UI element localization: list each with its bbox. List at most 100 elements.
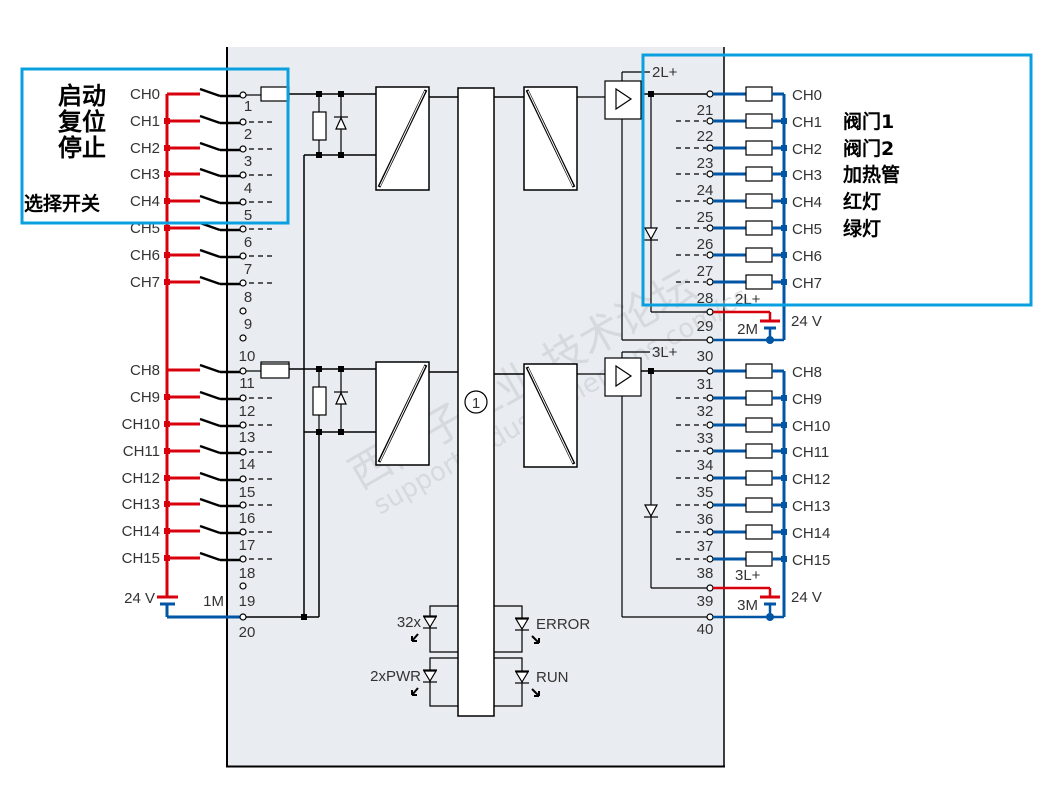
input-channel-label: CH1 xyxy=(130,113,160,130)
input-terminal-number: 15 xyxy=(239,484,256,501)
output-group1-load-icon xyxy=(745,247,773,263)
output-group2-terminal-number: 38 xyxy=(697,565,714,582)
led-run-light-arrow xyxy=(531,688,540,697)
output-group1-terminal-number: 24 xyxy=(697,182,714,199)
input-channel-label: CH4 xyxy=(130,193,160,210)
input-terminal-9 xyxy=(239,334,247,342)
led-run xyxy=(514,670,540,697)
output-group1-terminal-number: 29 xyxy=(697,318,714,335)
output-group1-terminal-number: 26 xyxy=(697,236,714,253)
input-terminal-number: 13 xyxy=(239,429,256,446)
annotation-start: 启动 xyxy=(58,82,106,110)
input-terminal-number: 7 xyxy=(244,261,252,278)
input-terminal xyxy=(239,145,247,153)
input-switch-icon xyxy=(199,87,221,98)
output-group2-terminal-number: 30 xyxy=(697,348,714,365)
input-group1-node xyxy=(338,152,344,158)
input-group2-series-resistor xyxy=(260,363,290,379)
output-group1-channel-label: CH0 xyxy=(792,87,822,104)
output-group2-supply-label: 24 V xyxy=(791,589,822,606)
input-rail-node xyxy=(164,279,170,285)
input-switch-icon xyxy=(199,417,221,428)
output-group1-rail-node xyxy=(781,279,787,285)
input-channel-label: CH2 xyxy=(130,140,160,157)
output-group1-terminal-number: 23 xyxy=(697,155,714,172)
input-common-node xyxy=(301,614,307,620)
led-2xpwr-label: 2xPWR xyxy=(370,668,421,685)
led-error-icon xyxy=(514,618,530,631)
output-group2-load-icon xyxy=(745,524,773,540)
output-group1-terminal-number: 22 xyxy=(697,128,714,145)
input-terminal-number: 2 xyxy=(244,126,252,143)
output-group1-rail-node xyxy=(781,171,787,177)
output-group1-lplus-terminal xyxy=(706,308,714,316)
output-group2-terminal-number: 37 xyxy=(697,538,714,555)
output-group1-load-icon xyxy=(745,274,773,290)
input-group2-shunt-resistor xyxy=(312,386,327,416)
input-ground-label: 1M xyxy=(203,593,224,610)
input-channel-label: CH8 xyxy=(130,362,160,379)
output-group1-diode-icon xyxy=(643,227,659,241)
output-group2-terminal-number: 40 xyxy=(697,621,714,638)
input-rail-node xyxy=(164,145,170,151)
input-channel-label: CH0 xyxy=(130,86,160,103)
output-group1-channel-label: CH4 xyxy=(792,194,822,211)
input-rail-node xyxy=(164,528,170,534)
output-group2-terminal xyxy=(706,528,714,536)
output-group1-channel-label: CH2 xyxy=(792,141,822,158)
output-group2-load-icon xyxy=(745,470,773,486)
output-group2-rail-node xyxy=(781,448,787,454)
input-terminal xyxy=(239,367,247,375)
output-group2-channel-label: CH8 xyxy=(792,364,822,381)
input-terminal-number: 4 xyxy=(244,180,252,197)
input-channel-label: CH14 xyxy=(122,523,160,540)
output-group1-load-icon xyxy=(745,193,773,209)
output-group2-rail-node xyxy=(781,395,787,401)
output-group2-terminal xyxy=(706,367,714,375)
output-group2-diode-icon xyxy=(643,504,659,518)
annotation-green-lamp: 绿灯 xyxy=(843,217,881,240)
output-group2-rail-node xyxy=(781,475,787,481)
input-rail-node xyxy=(164,501,170,507)
output-group1-terminal xyxy=(706,144,714,152)
output-group2-channel-label: CH11 xyxy=(792,444,829,461)
input-group1-node xyxy=(316,91,322,97)
output-group1-rail-node xyxy=(781,252,787,258)
output-group1-load-icon xyxy=(745,220,773,236)
input-group2-opto-diag-inner xyxy=(379,365,426,462)
input-terminal-number: 10 xyxy=(239,348,256,365)
output-group2-amplifier-icon xyxy=(615,364,633,388)
input-terminal xyxy=(239,475,247,483)
output-group2-ground-node xyxy=(766,613,774,621)
output-group2-rail-label: 3L+ xyxy=(652,344,678,361)
input-rail-node xyxy=(164,448,170,454)
annotation-red-lamp: 红灯 xyxy=(843,190,881,213)
output-group1-channel-label: CH7 xyxy=(792,275,822,292)
output-group1-supply-label: 24 V xyxy=(791,313,822,330)
output-group2-terminal-number: 32 xyxy=(697,403,714,420)
led-error-light-arrow xyxy=(531,635,540,644)
input-terminal-number: 20 xyxy=(239,624,256,641)
output-group2-load-icon xyxy=(745,497,773,513)
input-switch-icon xyxy=(199,551,221,562)
input-switch-icon xyxy=(199,363,221,374)
led-error xyxy=(514,617,540,644)
output-group1-terminal-number: 25 xyxy=(697,209,714,226)
input-channel-label: CH6 xyxy=(130,247,160,264)
input-switch-icon xyxy=(199,497,221,508)
input-terminal xyxy=(239,252,247,260)
output-group2-lplus-terminal xyxy=(706,584,714,592)
input-terminal xyxy=(239,225,247,233)
output-group1-driver-box xyxy=(604,80,642,120)
input-switch-icon xyxy=(199,194,221,205)
output-group2-rail-node xyxy=(781,422,787,428)
output-group1-rail-node xyxy=(781,225,787,231)
output-group1-terminal xyxy=(706,90,714,98)
input-rail-node xyxy=(164,394,170,400)
output-group1-m-terminal xyxy=(706,336,714,344)
led-2xpwr-icon xyxy=(422,670,438,683)
input-group2-node xyxy=(338,429,344,435)
annotation-stop: 停止 xyxy=(58,134,106,162)
input-switch-icon xyxy=(199,141,221,152)
